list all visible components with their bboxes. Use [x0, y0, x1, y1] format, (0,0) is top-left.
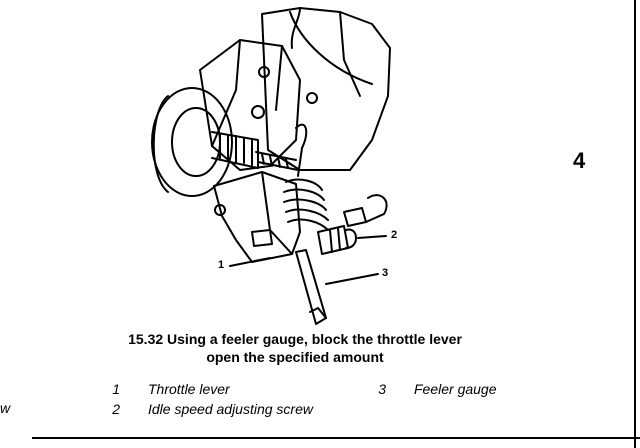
throttle-housing — [199, 39, 301, 171]
legend-label: Idle speed adjusting screw — [148, 401, 313, 417]
carburetor-top-flange — [289, 11, 373, 85]
callout-number-2: 2 — [391, 229, 398, 241]
figure-caption: 15.32 Using a feeler gauge, block the th… — [88, 330, 502, 366]
callout-number-1: 1 — [218, 259, 225, 271]
callout-leader-3 — [325, 273, 379, 285]
carburetor-body — [261, 7, 391, 171]
legend-label: Throttle lever — [148, 381, 230, 397]
callout-leader-1 — [229, 257, 271, 267]
callout-number-3: 3 — [382, 267, 389, 279]
legend-number: 2 — [112, 401, 120, 417]
legend-number: 1 — [112, 381, 120, 397]
right-border — [634, 0, 636, 448]
legend-label: Feeler gauge — [414, 381, 497, 397]
bottom-rule — [32, 437, 640, 439]
return-spring — [283, 178, 329, 231]
pulley-disc — [151, 87, 233, 197]
caption-line-1: 15.32 Using a feeler gauge, block the th… — [128, 331, 462, 347]
cropped-text-fragment: w — [0, 400, 11, 416]
callout-leader-2 — [357, 235, 387, 239]
idle-speed-screw-shape — [317, 225, 349, 255]
caption-line-2: open the specified amount — [206, 349, 384, 365]
legend-number: 3 — [378, 381, 386, 397]
chapter-number: 4 — [573, 148, 586, 173]
